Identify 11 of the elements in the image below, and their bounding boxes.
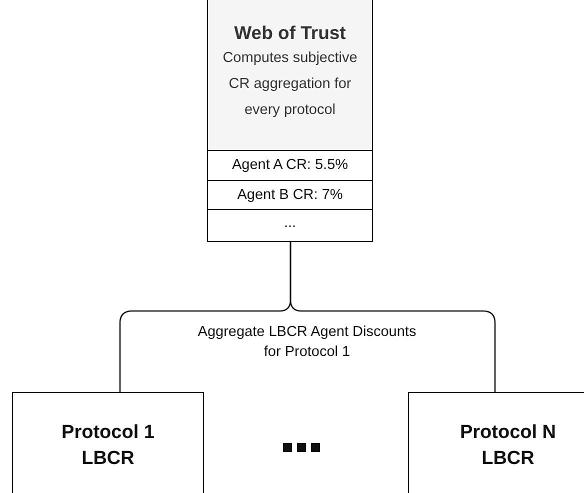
table-row: ...	[208, 209, 372, 241]
table-row: Agent A CR: 5.5%	[208, 150, 372, 180]
table-row: Agent B CR: 7%	[208, 180, 372, 209]
bracket-connector	[290, 241, 496, 392]
protocol-box	[12, 392, 204, 493]
box-description: Computes subjective CR aggregation for every protocol	[222, 49, 358, 120]
protocol-box	[408, 392, 584, 493]
box-title: Protocol 1 LBCR	[60, 421, 156, 471]
box-title: Protocol N LBCR	[458, 421, 558, 471]
box-heading: Web of Trust	[234, 21, 346, 45]
web-of-trust-box	[207, 0, 373, 242]
